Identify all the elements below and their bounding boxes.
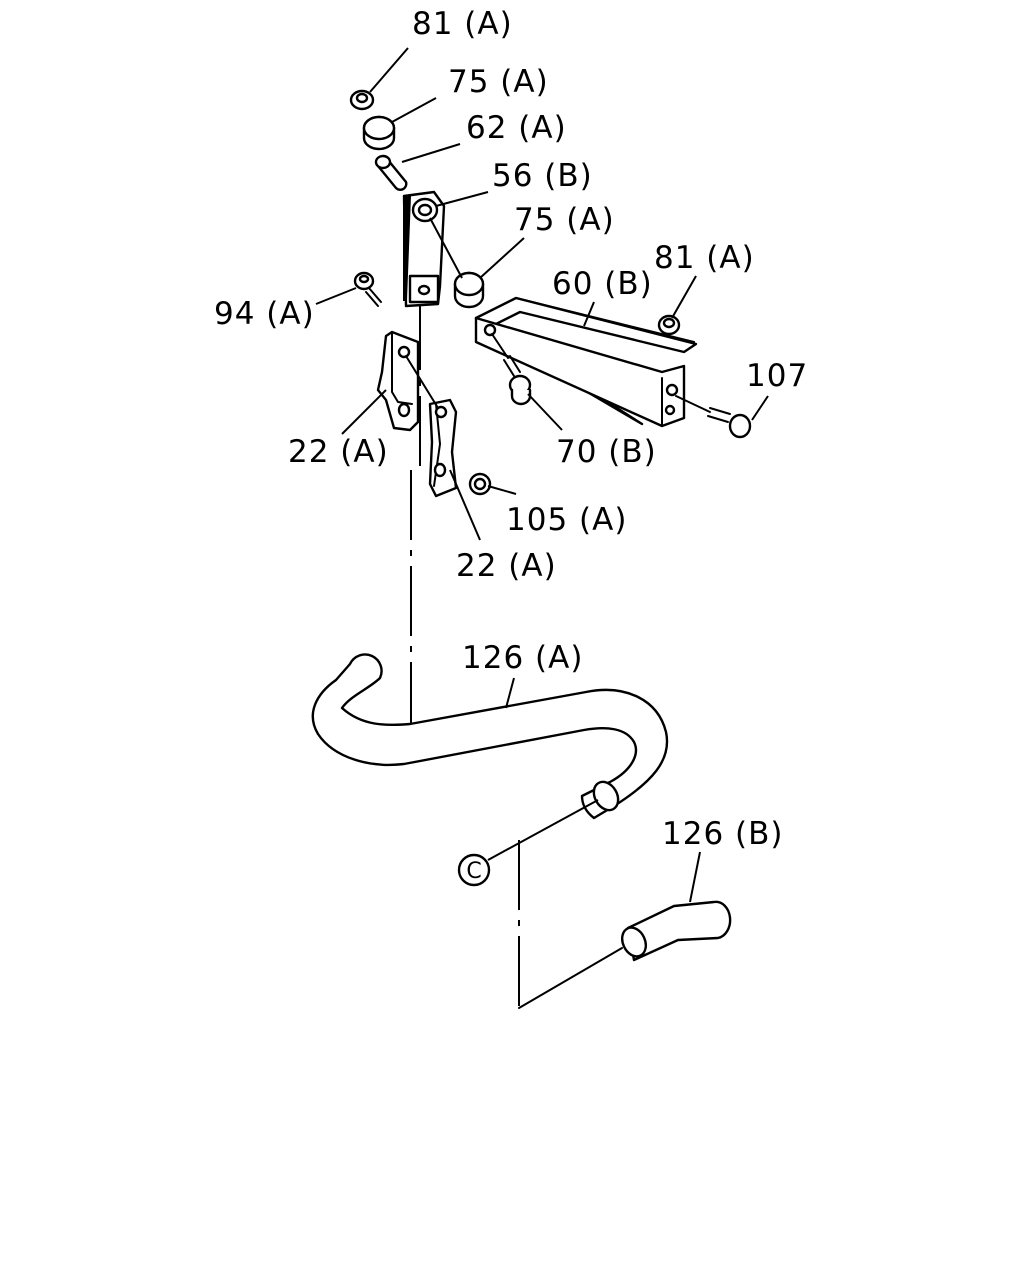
leader-lines [315,47,769,903]
callout-70b: 70 (B) [556,434,657,470]
callout-22a-right: 22 (A) [456,548,557,584]
callout-81a-right: 81 (A) [654,240,755,276]
bracket-reference-line [518,947,623,1009]
reference-letter: C [466,859,481,884]
stabilizer-bar-126a [311,653,669,820]
callout-107: 107 [746,358,808,394]
callout-22a-left: 22 (A) [288,434,389,470]
bolt-94a [353,271,382,307]
collar-62a [374,154,408,191]
nut-81a-right [657,314,681,336]
callout-94a: 94 (A) [214,296,315,332]
callout-75a-mid: 75 (A) [514,202,615,238]
callout-126b: 126 (B) [662,816,783,852]
callout-56b: 56 (B) [492,158,593,194]
callout-75a-top: 75 (A) [448,64,549,100]
nut-81a-top [349,89,375,111]
callout-60b: 60 (B) [552,266,653,302]
callout-62a: 62 (A) [466,110,567,146]
stabilizer-bar-126b [620,900,732,962]
clamp-22a-left [376,330,420,432]
bolt-107 [675,395,752,439]
callout-81a-top: 81 (A) [412,6,513,42]
callout-105a: 105 (A) [506,502,627,538]
bushing-75a-mid [453,271,485,309]
clamp-link-line [405,355,439,409]
reference-mark-c: C [457,853,491,887]
nut-105a [468,472,492,496]
centerline-link-bushing [429,217,463,279]
bushing-75a-top [362,115,396,151]
bolt-70b [491,333,532,406]
clamp-22a-right [428,398,458,498]
link-56b [402,190,446,308]
callout-126a: 126 (A) [462,640,583,676]
